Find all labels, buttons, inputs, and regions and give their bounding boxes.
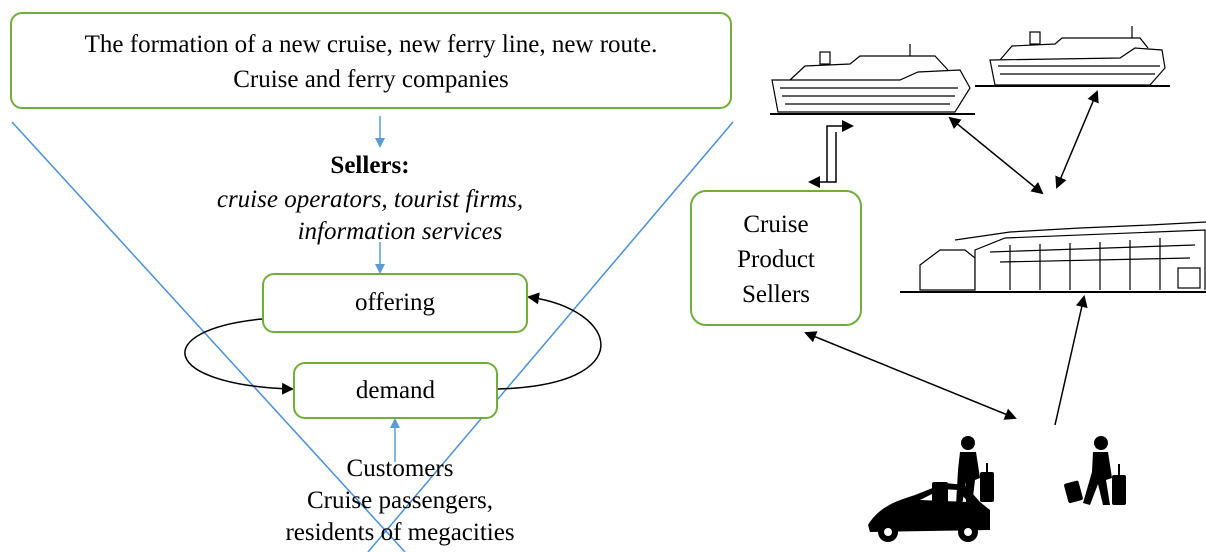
ferry-terminal-icon bbox=[900, 221, 1206, 293]
car-traveler-icon bbox=[868, 436, 994, 542]
cps-line1: Cruise bbox=[743, 211, 809, 238]
funnel-right-line bbox=[367, 121, 734, 552]
arrow-sellers-travelers bbox=[804, 331, 1017, 420]
top-box-line1: The formation of a new cruise, new ferry… bbox=[84, 31, 658, 58]
cruise-product-sellers-box: Cruise Product Sellers bbox=[690, 190, 862, 326]
customers-line3: residents of megacities bbox=[285, 519, 515, 546]
sellers-description: cruise operators, tourist firms, informa… bbox=[150, 184, 590, 248]
ferry-ship-icon bbox=[975, 26, 1170, 87]
arrow-cruise-ship-terminal bbox=[948, 116, 1044, 195]
walking-traveler-icon bbox=[1064, 436, 1126, 505]
customers-label: Customers Cruise passengers, residents o… bbox=[200, 453, 600, 549]
offering-box: offering bbox=[262, 273, 528, 333]
sellers-title: Sellers: bbox=[330, 152, 410, 179]
arrow-demand-to-offering bbox=[497, 292, 602, 390]
top-box-line2: Cruise and ferry companies bbox=[233, 66, 509, 93]
new-route-formation-box: The formation of a new cruise, new ferry… bbox=[10, 12, 732, 109]
cps-line2: Product bbox=[737, 246, 815, 273]
customers-line2: Cruise passengers, bbox=[306, 487, 494, 514]
arrow-offering-to-demand bbox=[184, 318, 294, 395]
arrow-ship-to-sellers bbox=[808, 132, 837, 188]
demand-box: demand bbox=[293, 362, 498, 419]
customers-line1: Customers bbox=[346, 455, 454, 482]
arrow-ferry-terminal bbox=[1055, 90, 1099, 189]
funnel-left-line bbox=[11, 121, 406, 552]
sellers-desc-line1: cruise operators, tourist firms, bbox=[216, 186, 524, 213]
cruise-ship-icon bbox=[770, 44, 975, 115]
sellers-desc-line2: information services bbox=[297, 218, 503, 245]
cps-line3: Sellers bbox=[741, 281, 811, 308]
arrow-travelers-to-terminal bbox=[1054, 295, 1088, 426]
arrow-sellers-to-cruise-ship bbox=[826, 120, 854, 182]
